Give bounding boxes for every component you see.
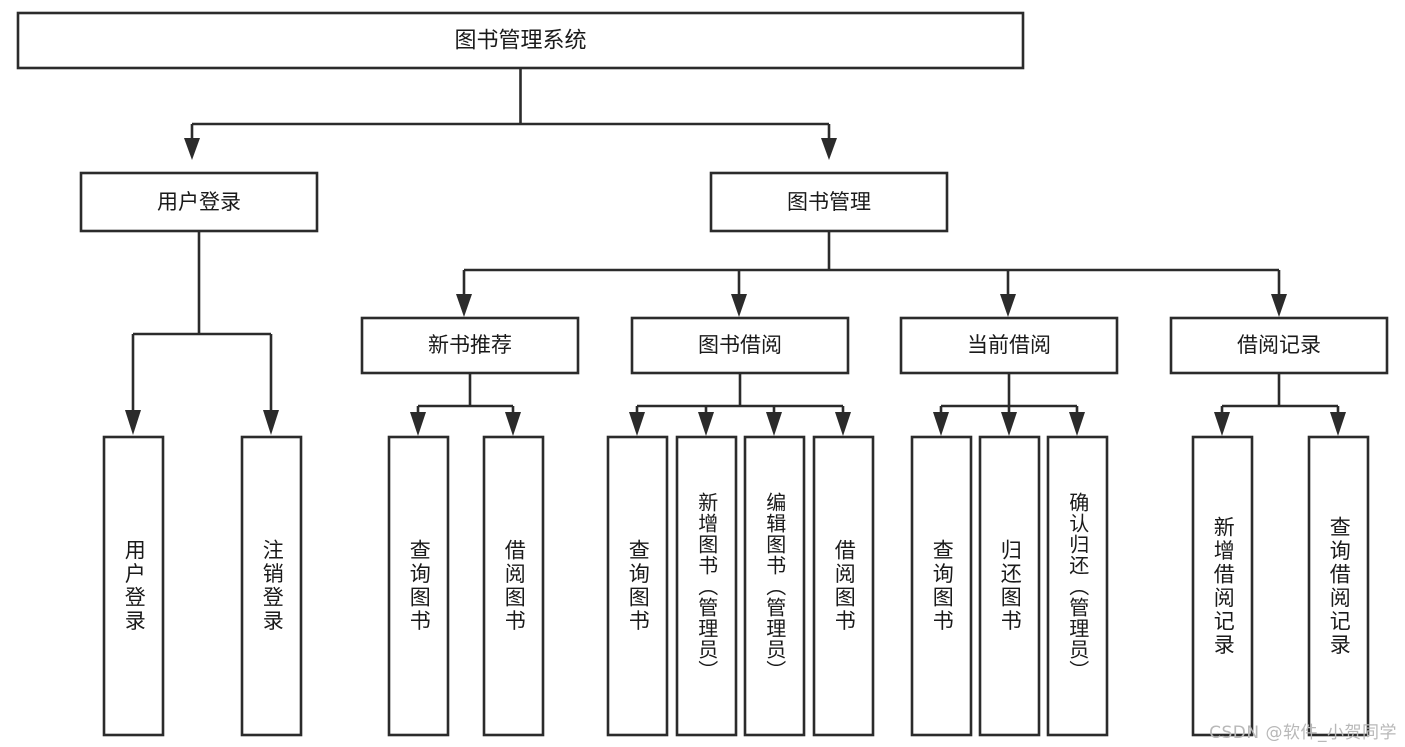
leaf-confirm-return-box[interactable] — [1046, 435, 1109, 737]
arrowhead-leaf-query-book-3 — [933, 412, 949, 436]
arrowhead-leaf-borrow-book-1 — [505, 412, 521, 436]
arrowhead-leaf-borrow-book-2 — [835, 412, 851, 436]
arrowhead-leaf-query-record — [1330, 412, 1346, 436]
node-new-book-rec-label: 新书推荐 — [428, 333, 512, 357]
arrowhead-leaf-user-logout — [263, 410, 279, 435]
arrowhead-book-borrow — [731, 294, 747, 317]
node-root-label: 图书管理系统 — [454, 29, 586, 54]
node-book-borrow-label: 图书借阅 — [698, 333, 782, 357]
node-borrow-record-label: 借阅记录 — [1237, 333, 1321, 357]
node-current-borrow-box[interactable] — [899, 316, 1119, 375]
arrowhead-book-manage — [821, 138, 837, 160]
node-current-borrow[interactable]: 当前借阅 — [899, 316, 1119, 375]
node-root[interactable]: 图书管理系统 — [16, 11, 1025, 70]
leaf-user-logout-box[interactable] — [240, 435, 303, 737]
node-book-borrow-box[interactable] — [630, 316, 850, 375]
arrowhead-leaf-add-book — [698, 412, 714, 436]
leaf-add-book-box[interactable] — [675, 435, 738, 737]
node-borrow-record[interactable]: 借阅记录 — [1169, 316, 1389, 375]
csdn-watermark: CSDN @软件_小贺同学 — [1209, 723, 1397, 743]
arrowhead-leaf-query-book-1 — [410, 412, 426, 436]
arrowhead-borrow-record — [1271, 294, 1287, 317]
node-user-login[interactable]: 用户登录 — [79, 171, 319, 233]
leaf-query-book-2-box[interactable] — [606, 435, 669, 737]
arrowhead-leaf-edit-book — [766, 412, 782, 436]
node-new-book-rec-box[interactable] — [360, 316, 580, 375]
leaf-query-record-box[interactable] — [1307, 435, 1370, 737]
node-book-manage-box[interactable] — [709, 171, 949, 233]
arrowhead-user-login — [184, 138, 200, 160]
node-borrow-record-box[interactable] — [1169, 316, 1389, 375]
node-book-manage-label: 图书管理 — [787, 190, 871, 214]
arrowhead-leaf-user-login — [125, 410, 141, 435]
leaf-query-book-3-box[interactable] — [910, 435, 973, 737]
arrowhead-new-book-rec — [456, 294, 472, 317]
arrowhead-current-borrow — [1000, 294, 1016, 317]
leaf-query-book-1-box[interactable] — [387, 435, 450, 737]
arrowhead-leaf-query-book-2 — [629, 412, 645, 436]
leaf-return-book-box[interactable] — [978, 435, 1041, 737]
node-user-login-label: 用户登录 — [157, 190, 241, 214]
leaf-borrow-book-1-box[interactable] — [482, 435, 545, 737]
leaf-borrow-book-2-box[interactable] — [812, 435, 875, 737]
node-book-borrow[interactable]: 图书借阅 — [630, 316, 850, 375]
arrowhead-leaf-add-record — [1214, 412, 1230, 436]
arrowhead-leaf-confirm-return — [1069, 412, 1085, 436]
leaf-add-record-box[interactable] — [1191, 435, 1254, 737]
node-root-box[interactable] — [16, 11, 1025, 70]
leaf-edit-book-box[interactable] — [743, 435, 806, 737]
arrowhead-leaf-return-book — [1001, 412, 1017, 436]
node-new-book-rec[interactable]: 新书推荐 — [360, 316, 580, 375]
node-book-manage[interactable]: 图书管理 — [709, 171, 949, 233]
node-current-borrow-label: 当前借阅 — [967, 333, 1051, 357]
leaf-user-login-box[interactable] — [102, 435, 165, 737]
